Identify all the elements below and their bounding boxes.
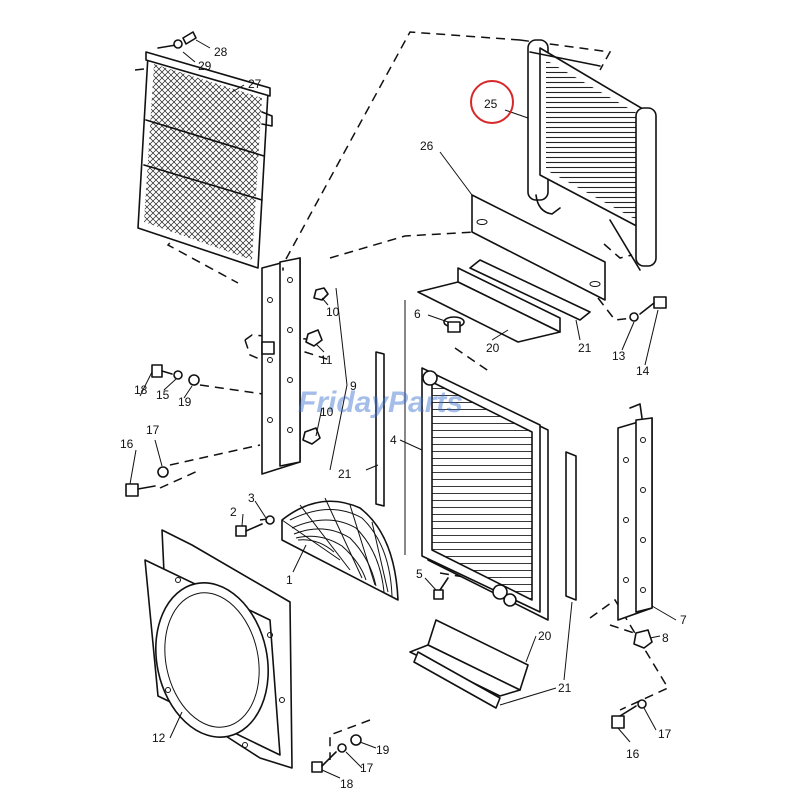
label-10-upper: 10	[326, 305, 340, 319]
label-18-left: 18	[134, 383, 148, 397]
label-21-upper: 21	[578, 341, 592, 355]
label-20-lower: 20	[538, 629, 552, 643]
label-10-lower: 10	[320, 405, 334, 419]
strip-part-21-left	[375, 351, 385, 507]
label-21-left: 21	[338, 467, 352, 481]
plate-part-26	[471, 194, 606, 301]
label-12: 12	[152, 731, 166, 745]
strip-part-21-upper	[469, 259, 591, 321]
fan-guard-part-1	[281, 497, 399, 601]
angle-part-20-lower	[409, 619, 529, 697]
angle-part-20-upper	[417, 267, 561, 343]
label-19-left: 19	[178, 395, 192, 409]
label-28: 28	[214, 45, 228, 59]
label-3: 3	[248, 491, 255, 505]
label-20-upper: 20	[486, 341, 500, 355]
label-2: 2	[230, 505, 237, 519]
label-14: 14	[636, 364, 650, 378]
label-8: 8	[662, 631, 669, 645]
bracket-part-7	[617, 403, 653, 621]
watermark-text: FridayParts	[298, 386, 463, 419]
label-16-right: 16	[626, 747, 640, 761]
part-labels: 28 29 27 25 26 10 11 9 10 6 20 21 13 14 …	[120, 45, 687, 791]
label-18-bottom: 18	[340, 777, 354, 791]
radiator-part-4	[421, 367, 549, 621]
highlight-circle	[470, 80, 514, 124]
cooler-core-part-25	[527, 39, 657, 271]
strip-part-21-lower	[413, 651, 501, 709]
label-15: 15	[156, 388, 170, 402]
label-17-right: 17	[658, 727, 672, 741]
label-25: 25	[484, 97, 498, 111]
strip-part-21-right	[565, 451, 577, 601]
label-6: 6	[414, 307, 421, 321]
screen-part-27	[137, 31, 273, 269]
bracket-part-9	[261, 257, 301, 475]
label-26: 26	[420, 139, 434, 153]
fasteners	[125, 287, 667, 773]
label-5: 5	[416, 567, 423, 581]
label-16-left: 16	[120, 437, 134, 451]
leader-lines	[129, 39, 677, 779]
label-19-bottom: 19	[376, 743, 390, 757]
label-27: 27	[248, 77, 262, 91]
cap-part-6	[443, 316, 465, 333]
label-21-lower: 21	[558, 681, 572, 695]
label-17-bottom: 17	[360, 761, 374, 775]
label-11: 11	[320, 353, 333, 367]
label-9: 9	[350, 379, 357, 393]
label-13: 13	[612, 349, 626, 363]
label-17-left: 17	[146, 423, 160, 437]
label-1: 1	[286, 573, 293, 587]
shroud-part-12	[144, 529, 293, 769]
label-29: 29	[198, 59, 212, 73]
label-7: 7	[680, 613, 687, 627]
label-4: 4	[390, 433, 397, 447]
